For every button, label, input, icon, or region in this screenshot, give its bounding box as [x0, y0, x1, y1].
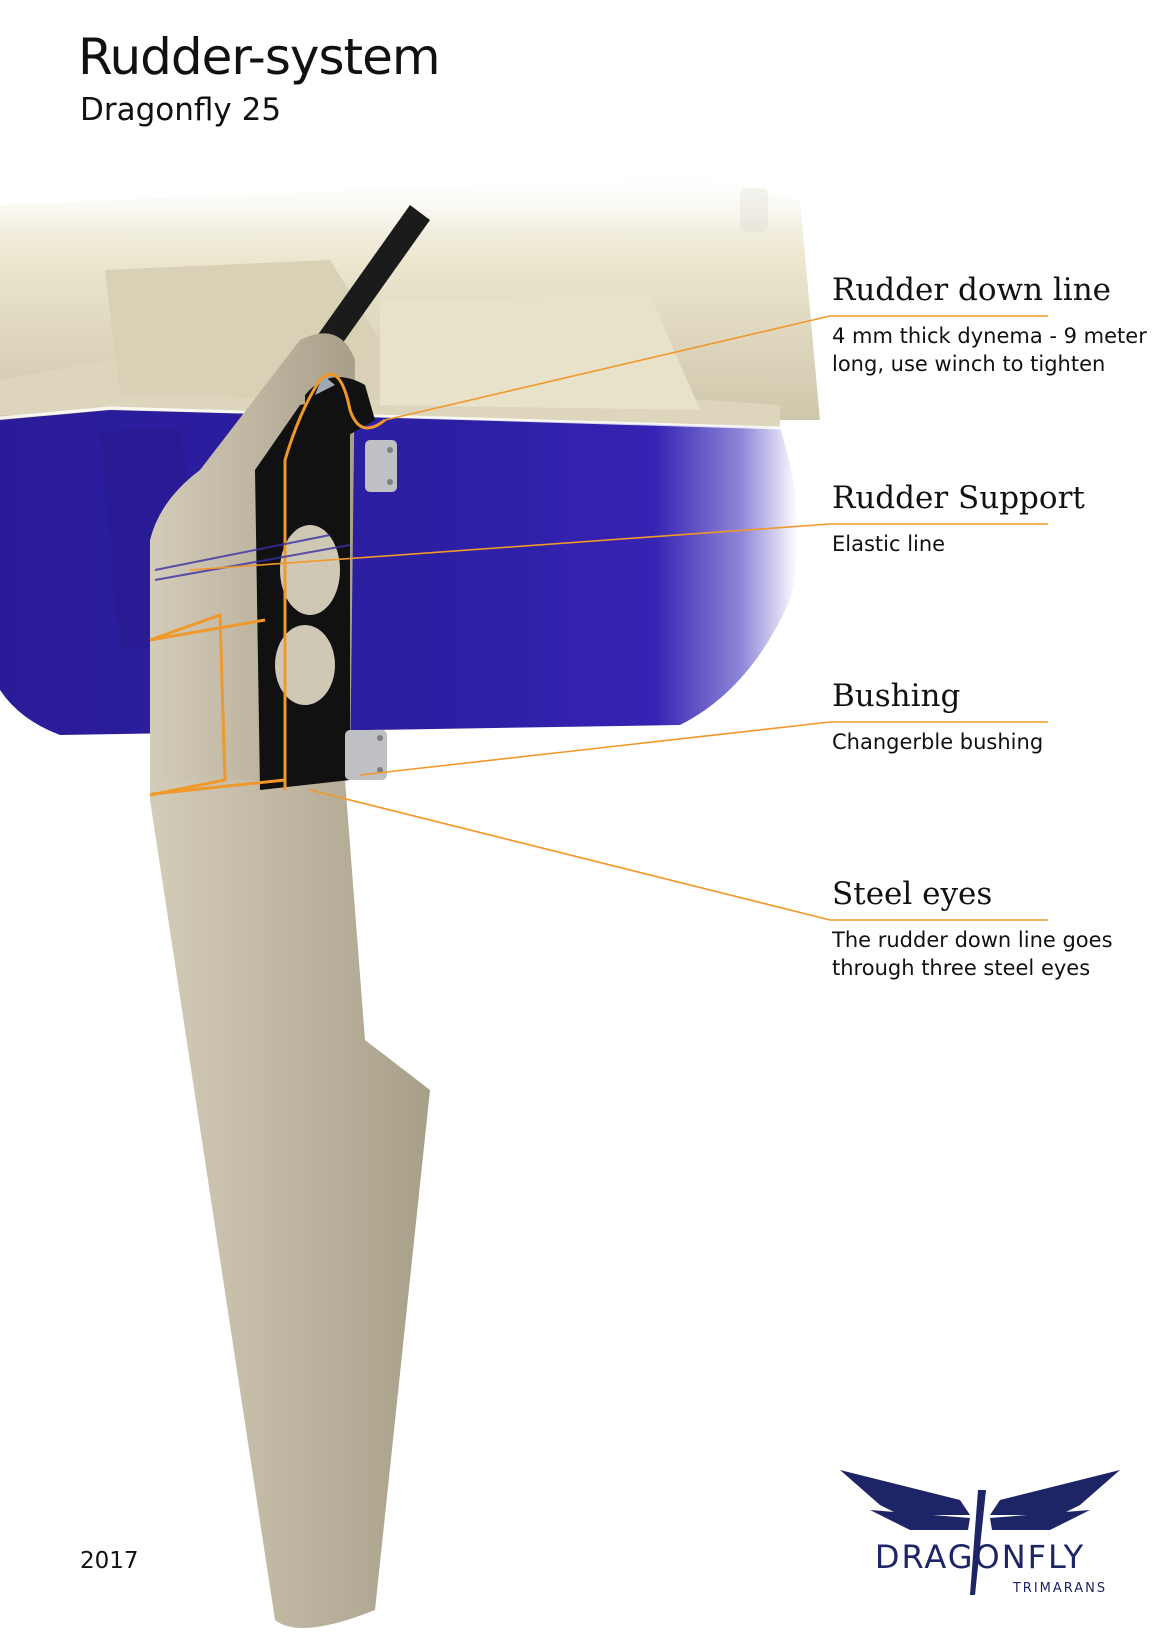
rudder-down-line: [283, 372, 386, 790]
rudder-blade: [150, 780, 430, 1628]
callout-rudder-down-line: Rudder down line 4 mm thick dynema - 9 m…: [832, 270, 1152, 378]
logo-name: DRAGONFLY: [875, 1538, 1085, 1576]
callout-description: Elastic line: [832, 532, 946, 556]
callout-heading: Rudder Support: [832, 480, 1085, 516]
page-subtitle: Dragonfly 25: [80, 92, 282, 128]
footer-year: 2017: [80, 1548, 139, 1574]
bracket-cutout-lower: [275, 625, 335, 705]
callout-heading: Rudder down line: [832, 272, 1112, 308]
page-title: Rudder-system: [78, 28, 441, 86]
leader-rudder-support: [189, 523, 1048, 571]
hull-sheer-line: [0, 406, 781, 430]
elastic-line: [149, 612, 286, 797]
callout-description: 4 mm thick dynema - 9 meter long, use wi…: [832, 324, 1147, 376]
steel-eye-top: [315, 375, 335, 395]
logo-wing-left: [840, 1470, 970, 1515]
logo-wing-lower-left: [870, 1510, 970, 1530]
cockpit-riser: [380, 295, 700, 410]
tiller: [300, 205, 430, 375]
callout-bushing: Bushing Changerble bushing: [832, 676, 1152, 756]
bracket-cutout-upper: [280, 525, 340, 615]
logo-body: [970, 1490, 986, 1595]
logo-wing-right: [990, 1470, 1120, 1515]
logo-wing-lower-right: [990, 1510, 1090, 1530]
callout-heading: Steel eyes: [832, 876, 993, 912]
leader-steel-eyes: [309, 789, 1048, 921]
callout-description: The rudder down line goes through three …: [832, 928, 1113, 980]
logo-tagline: TRIMARANS: [1012, 1581, 1107, 1596]
leader-bushing: [359, 721, 1048, 776]
steel-plate-upper: [365, 440, 397, 492]
elastic-line-hull: [154, 534, 351, 581]
leader-rudder-down-line: [384, 315, 1048, 421]
callout-steel-eyes: Steel eyes The rudder down line goes thr…: [832, 874, 1152, 982]
dragonfly-logo: DRAGONFLY TRIMARANS: [840, 1470, 1120, 1596]
callout-rudder-support: Rudder Support Elastic line: [832, 478, 1152, 558]
callout-heading: Bushing: [832, 678, 961, 714]
steel-plate-lower: [345, 730, 387, 780]
fade-top: [0, 150, 1160, 230]
callout-description: Changerble bushing: [832, 730, 1044, 754]
